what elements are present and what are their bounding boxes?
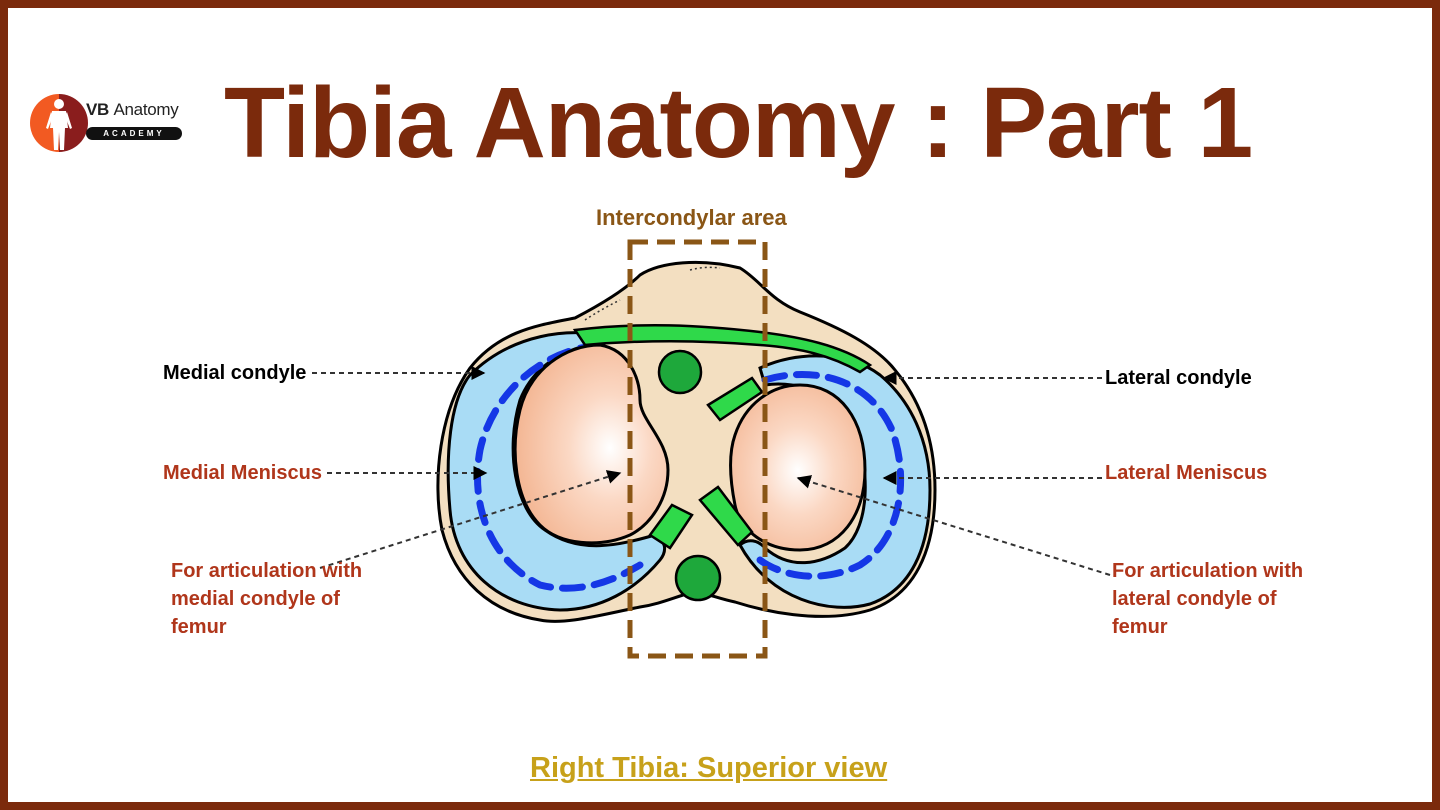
lateral-articular-surface <box>728 383 867 552</box>
page-title: Tibia Anatomy : Part 1 <box>224 67 1253 179</box>
intercondylar-box <box>627 239 768 659</box>
label-lateral-articulation: For articulation with lateral condyle of… <box>1112 560 1304 638</box>
human-figure-icon <box>30 94 88 152</box>
logo-name: VB Anatomy <box>86 100 179 119</box>
label-intercondylar-area: Intercondylar area <box>596 205 787 230</box>
label-lateral-condyle: Lateral condyle <box>1105 367 1252 389</box>
figure-caption: Right Tibia: Superior view <box>530 752 888 784</box>
logo-subtitle: ACADEMY <box>86 127 182 140</box>
logo: VB Anatomy ACADEMY <box>30 94 190 154</box>
label-medial-meniscus: Medial Meniscus <box>163 462 322 484</box>
label-medial-condyle: Medial condyle <box>163 362 307 384</box>
anterior-tubercle <box>657 349 703 395</box>
posterior-tubercle <box>674 554 722 602</box>
label-lateral-meniscus: Lateral Meniscus <box>1105 462 1268 484</box>
label-medial-articulation: For articulation with medial condyle of … <box>171 560 363 638</box>
transverse-ligament <box>572 323 873 374</box>
